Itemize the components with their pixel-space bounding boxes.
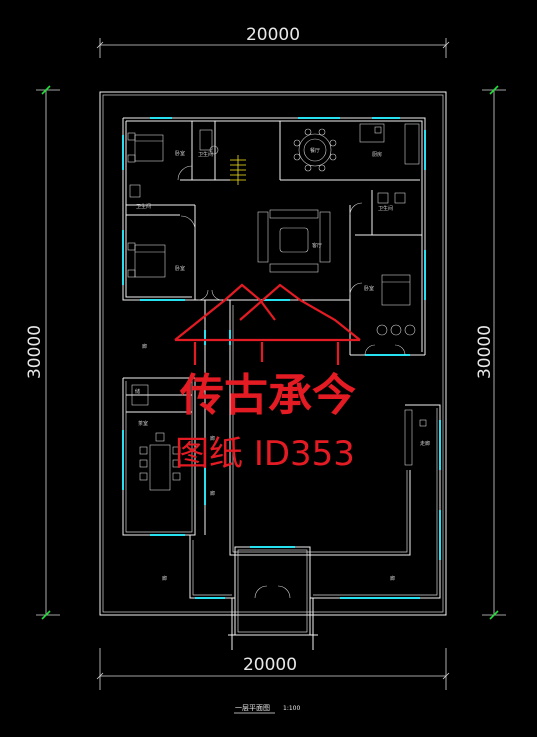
room-label-bedroom-e: 卧室 — [364, 285, 374, 292]
stair — [230, 155, 246, 185]
room-label-storage: 储 — [135, 388, 140, 395]
roof-logo-icon — [174, 283, 361, 365]
dimension-right: 30000 — [475, 85, 506, 620]
room-label-corridor-mid: 廊 — [210, 435, 215, 442]
watermark: 传古承今 图纸 ID353 — [174, 283, 361, 474]
room-label-corridor-w: 廊 — [142, 343, 147, 350]
drawing-title: 一层平面图 1:100 — [234, 704, 300, 714]
room-label-courtyard-e: 走廊 — [420, 440, 430, 447]
room-label-yard-se: 廊 — [390, 575, 395, 582]
dimension-left: 30000 — [25, 85, 60, 620]
watermark-id: 图纸 ID353 — [175, 434, 355, 474]
room-label-living: 客厅 — [312, 242, 322, 249]
dimension-right-label: 30000 — [475, 325, 495, 379]
room-label-dining: 餐厅 — [310, 147, 320, 154]
room-label-corridor-s: 廊 — [210, 490, 215, 497]
windows — [122, 117, 441, 599]
dimension-top: 20000 — [96, 25, 450, 58]
exterior-walls — [122, 117, 441, 650]
room-label-bathroom-n: 卫生间 — [198, 151, 213, 158]
dimension-top-label: 20000 — [246, 25, 300, 45]
room-label-yard-s: 廊 — [162, 575, 167, 582]
room-label-bathroom-e: 卫生间 — [378, 205, 393, 212]
drawing-title-name: 一层平面图 — [235, 704, 270, 712]
site-boundary — [99, 91, 447, 616]
room-label-bathroom-nw: 卫生间 — [136, 203, 151, 210]
drawing-scale: 1:100 — [283, 705, 300, 712]
watermark-brand: 传古承今 — [179, 370, 356, 421]
furniture — [127, 123, 427, 491]
room-label-tea: 茶室 — [138, 420, 148, 427]
room-label-kitchen: 厨房 — [372, 151, 382, 158]
room-label-bedroom-ne: 卧室 — [175, 150, 185, 157]
dimension-left-label: 30000 — [25, 325, 45, 379]
room-label-bedroom-w: 卧室 — [175, 265, 185, 272]
room-labels: 卧室 卫生间 餐厅 厨房 卫生间 卫生间 卧室 客厅 卧室 廊 廊 廊 储 茶室… — [135, 147, 430, 582]
dimension-bottom-label: 20000 — [243, 655, 297, 675]
dimension-bottom: 20000 — [96, 648, 450, 690]
doors — [177, 165, 406, 599]
